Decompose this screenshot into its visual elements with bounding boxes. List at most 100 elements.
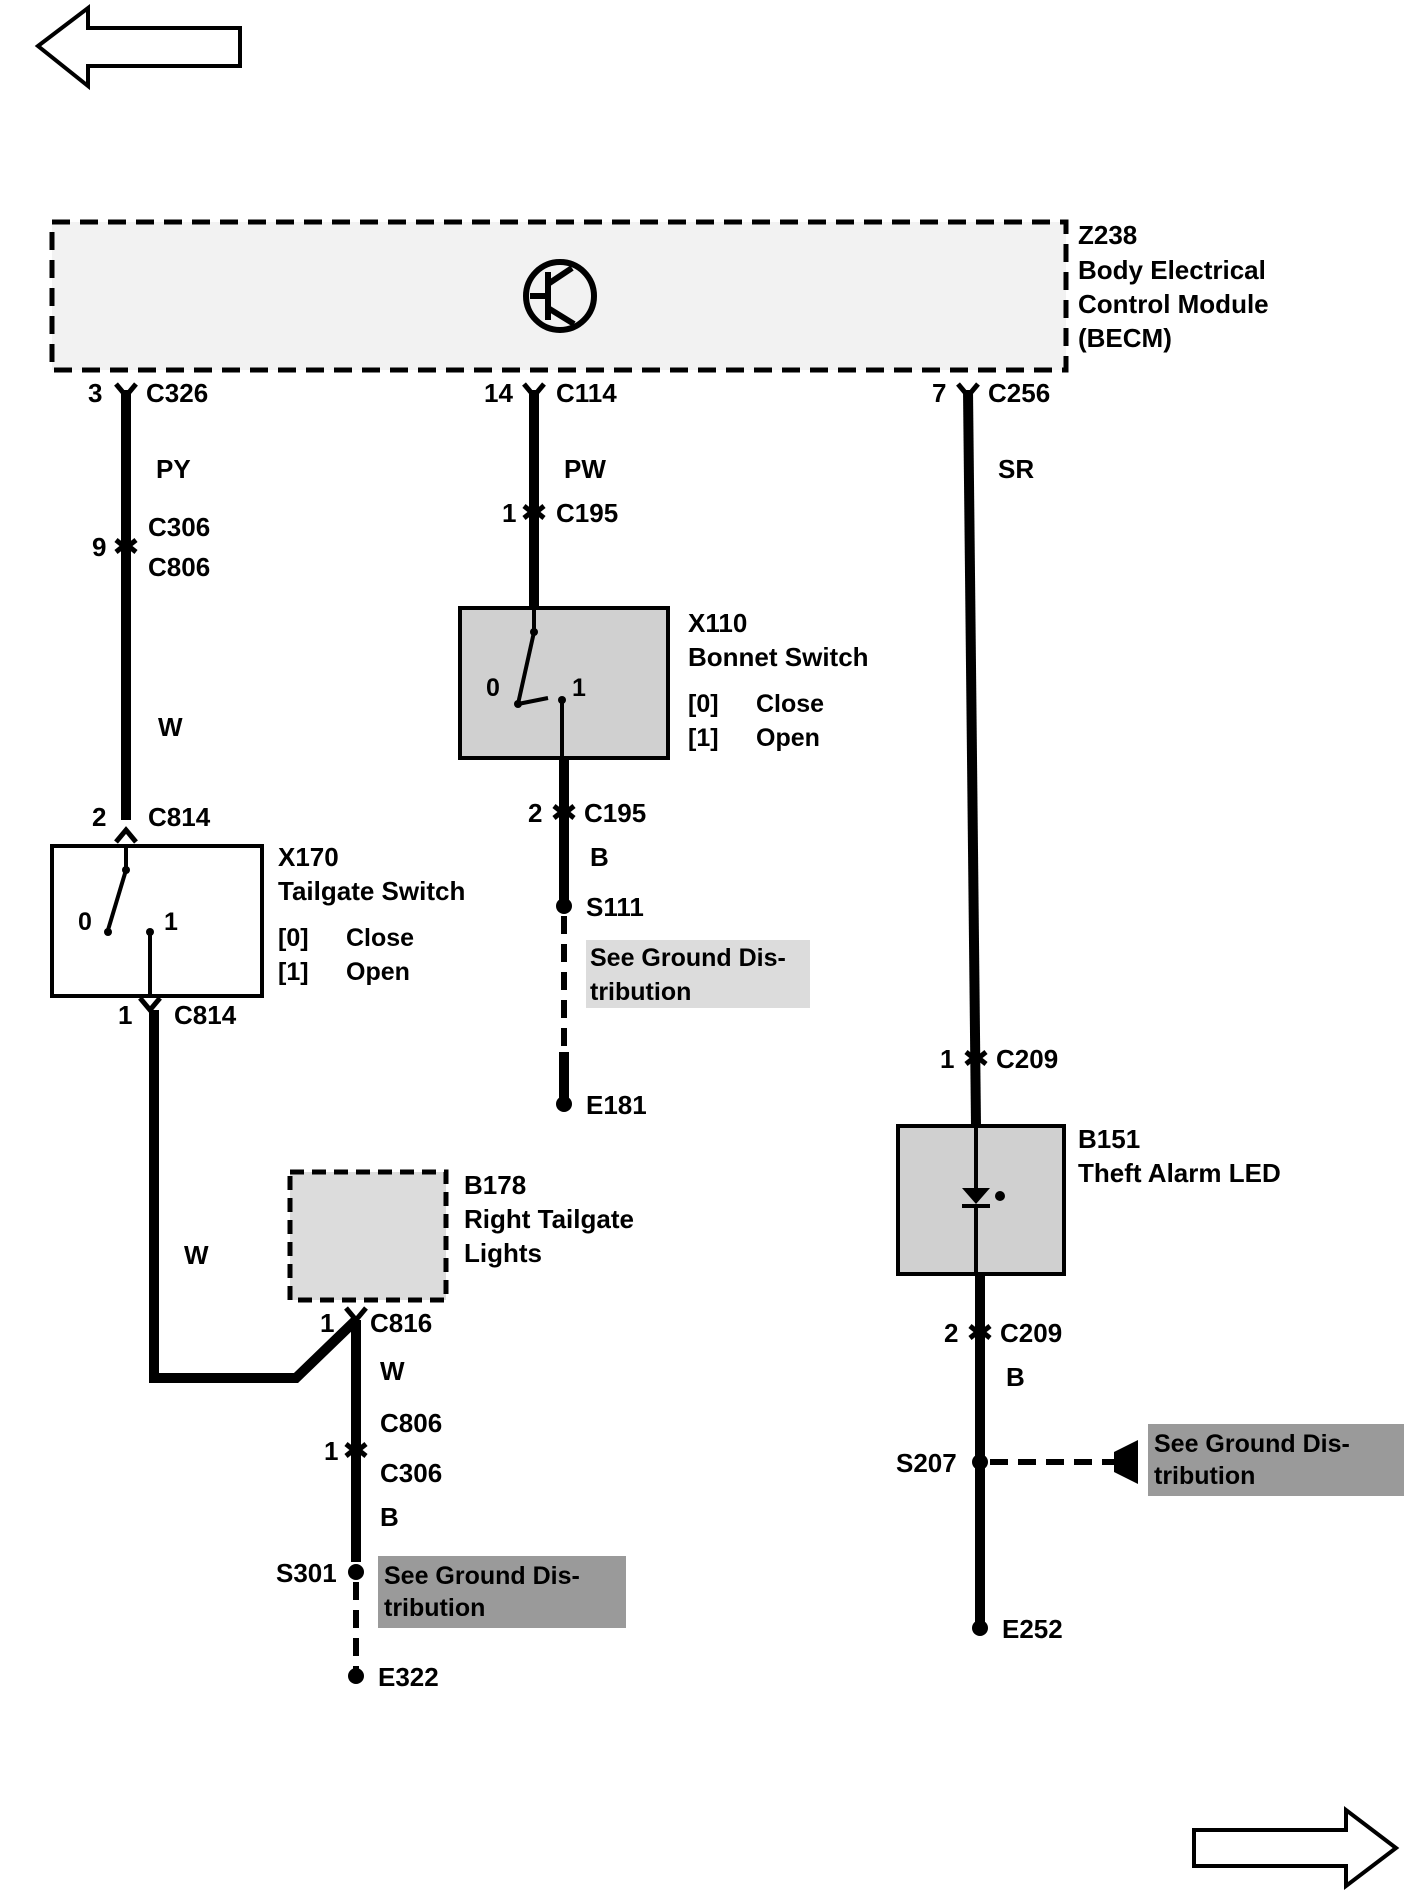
splice-dot bbox=[972, 1454, 988, 1470]
pin-7: 7 bbox=[932, 378, 946, 408]
ground-e322: E322 bbox=[378, 1662, 439, 1692]
state1-key: [1] bbox=[688, 724, 719, 752]
wire-sr bbox=[963, 389, 981, 1127]
inline-connector bbox=[968, 1324, 992, 1340]
conn-c814-out: C814 bbox=[174, 1000, 237, 1030]
inline-connector bbox=[522, 504, 546, 520]
right-tailgate-lights-box bbox=[287, 1169, 449, 1303]
conn-c114: C114 bbox=[556, 378, 617, 408]
state0-key: [0] bbox=[688, 690, 719, 718]
wire-w-to-lamp bbox=[149, 1010, 360, 1383]
arrow-left-icon bbox=[34, 3, 242, 91]
module-name-line2: Control Module bbox=[1078, 289, 1269, 319]
pin-2-c195: 2 bbox=[528, 798, 542, 828]
splice-dot bbox=[348, 1564, 364, 1580]
pin-2-c209: 2 bbox=[944, 1318, 958, 1348]
conn-c256: C256 bbox=[988, 378, 1050, 408]
pin-1-c195: 1 bbox=[502, 498, 516, 528]
wire-color-b2: B bbox=[590, 842, 609, 872]
led-icon bbox=[962, 1126, 1005, 1274]
inline-connector bbox=[344, 1442, 368, 1458]
module-name-line3: (BECM) bbox=[1078, 323, 1172, 353]
ground-ref-line2: tribution bbox=[1154, 1462, 1255, 1490]
splice-dot bbox=[556, 898, 572, 914]
switch-name-tailgate: Tailgate Switch bbox=[278, 876, 465, 906]
ground-ref-line1: See Ground Dis- bbox=[1154, 1430, 1350, 1458]
led-id-b151: B151 bbox=[1078, 1124, 1140, 1154]
prev-page-arrow[interactable] bbox=[34, 3, 242, 91]
conn-c306-a: C306 bbox=[148, 512, 210, 542]
ground-symbol bbox=[348, 1668, 364, 1684]
ground-e252: E252 bbox=[1002, 1614, 1063, 1644]
conn-c816: C816 bbox=[370, 1308, 432, 1338]
conn-c209-in: C209 bbox=[996, 1044, 1058, 1074]
pin-1-inline2: 1 bbox=[324, 1436, 338, 1466]
conn-c814-in: C814 bbox=[148, 802, 211, 832]
connector-symbol bbox=[956, 382, 980, 400]
next-page-arrow[interactable] bbox=[1192, 1805, 1400, 1891]
switch-pos-0: 0 bbox=[486, 674, 500, 702]
conn-c209-out: C209 bbox=[1000, 1318, 1062, 1348]
state1-label: Open bbox=[346, 958, 410, 986]
conn-c806-a: C806 bbox=[148, 552, 210, 582]
module-name-line1: Body Electrical bbox=[1078, 255, 1266, 285]
lamp-id-b178: B178 bbox=[464, 1170, 526, 1200]
lamp-name-line1: Right Tailgate bbox=[464, 1204, 634, 1234]
ground-e181: E181 bbox=[586, 1090, 647, 1120]
switch-pos-1: 1 bbox=[164, 908, 178, 936]
connector-symbol bbox=[138, 996, 162, 1014]
pin-3: 3 bbox=[88, 378, 102, 408]
wire-color-w1: W bbox=[158, 712, 183, 742]
connector-symbol bbox=[344, 1306, 368, 1324]
conn-c326: C326 bbox=[146, 378, 208, 408]
connector-symbol bbox=[522, 382, 546, 400]
switch-pos-1: 1 bbox=[572, 674, 586, 702]
conn-c195-in: C195 bbox=[556, 498, 618, 528]
wire-color-py: PY bbox=[156, 454, 191, 484]
ground-ref-line2: tribution bbox=[384, 1594, 485, 1622]
ground-ref-line2: tribution bbox=[590, 978, 691, 1006]
switch-id-x110: X110 bbox=[688, 608, 747, 638]
wire-color-pw: PW bbox=[564, 454, 606, 484]
wire-color-w3: W bbox=[380, 1356, 405, 1386]
becm-module-box bbox=[49, 219, 1069, 373]
switch-name-bonnet: Bonnet Switch bbox=[688, 642, 869, 672]
switch-pos-0: 0 bbox=[78, 908, 92, 936]
state0-key: [0] bbox=[278, 924, 309, 952]
connector-symbol bbox=[114, 826, 138, 844]
pin-2: 2 bbox=[92, 802, 106, 832]
arrowhead-icon bbox=[1114, 1440, 1138, 1484]
pin-9: 9 bbox=[92, 532, 106, 562]
splice-s111: S111 bbox=[586, 892, 644, 922]
theft-alarm-led-box bbox=[896, 1124, 1066, 1276]
pin-1-c209: 1 bbox=[940, 1044, 954, 1074]
module-id: Z238 bbox=[1078, 220, 1137, 250]
ground-ref-line1: See Ground Dis- bbox=[384, 1562, 580, 1590]
tailgate-switch-box bbox=[50, 844, 264, 998]
pin-1-lamp: 1 bbox=[320, 1308, 334, 1338]
transistor-icon bbox=[523, 259, 597, 333]
state1-label: Open bbox=[756, 724, 820, 752]
switch-icon bbox=[514, 608, 566, 758]
inline-connector bbox=[552, 804, 576, 820]
state0-label: Close bbox=[346, 924, 414, 952]
connector-symbol bbox=[114, 382, 138, 400]
conn-c806-b: C806 bbox=[380, 1408, 442, 1438]
splice-s207: S207 bbox=[896, 1448, 957, 1478]
wire-color-sr: SR bbox=[998, 454, 1034, 484]
state0-label: Close bbox=[756, 690, 824, 718]
switch-id-x170: X170 bbox=[278, 842, 339, 872]
conn-c195-out: C195 bbox=[584, 798, 646, 828]
pin-14: 14 bbox=[484, 378, 513, 408]
inline-connector bbox=[964, 1050, 988, 1066]
ground-ref-box bbox=[1148, 1424, 1404, 1496]
ground-symbol bbox=[972, 1620, 988, 1636]
led-name: Theft Alarm LED bbox=[1078, 1158, 1281, 1188]
ground-symbol bbox=[556, 1096, 572, 1112]
lamp-name-line2: Lights bbox=[464, 1238, 542, 1268]
splice-s301: S301 bbox=[276, 1558, 337, 1588]
state1-key: [1] bbox=[278, 958, 309, 986]
inline-connector bbox=[114, 538, 138, 554]
wire-color-w2: W bbox=[184, 1240, 209, 1270]
